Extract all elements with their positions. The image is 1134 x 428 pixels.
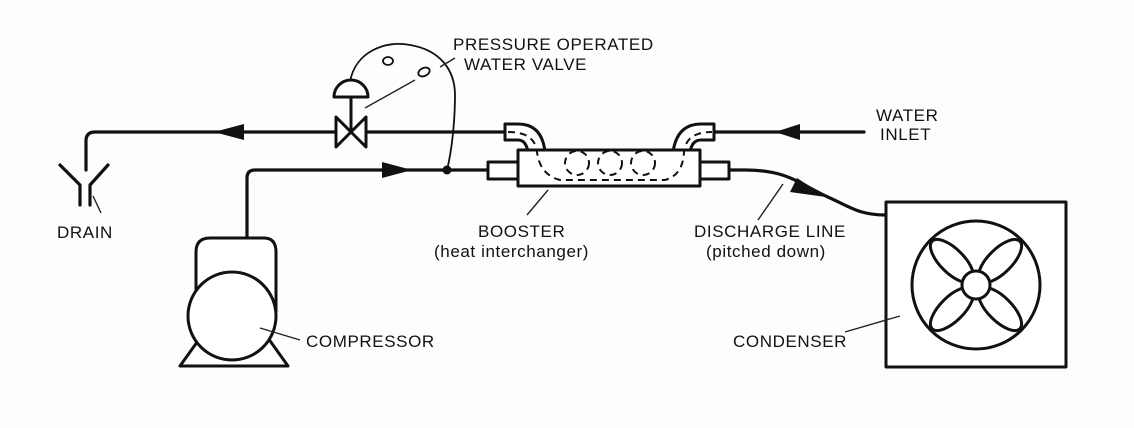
drain-funnel-icon (58, 163, 110, 207)
leader-lines (92, 57, 901, 341)
flow-arrow-left-icon (775, 124, 800, 140)
flow-arrow-left-icon (214, 124, 244, 140)
pressure-operated-water-valve[interactable] (332, 43, 456, 171)
suction-line (245, 162, 490, 240)
flow-arrow-right-icon (382, 162, 412, 178)
water-outlet-line (84, 124, 507, 172)
booster-label-line2: (heat interchanger) (434, 242, 589, 261)
discharge-line (727, 168, 887, 217)
valve-diaphragm-icon (332, 78, 370, 99)
flow-arrow-down-right-icon (790, 178, 826, 197)
fan-shroud (910, 219, 1042, 351)
discharge-label-line2: (pitched down) (706, 242, 826, 261)
booster-heat-interchanger[interactable] (486, 122, 731, 188)
compressor-label: COMPRESSOR (306, 332, 435, 351)
booster-inlet-stub (486, 160, 520, 181)
discharge-label-line1: DISCHARGE LINE (694, 222, 846, 241)
valve-label-line1: PRESSURE OPERATED (453, 35, 654, 54)
water-inlet-label-line1: WATER (876, 106, 939, 125)
compressor-icon (186, 270, 278, 362)
valve-icon (334, 115, 353, 149)
condenser-label: CONDENSER (733, 332, 847, 351)
fan-icon (928, 237, 1024, 333)
drain-label: DRAIN (57, 223, 113, 242)
compressor[interactable] (178, 236, 290, 368)
booster-outlet-stub (697, 160, 731, 181)
valve-label-line2: WATER VALVE (464, 55, 587, 74)
booster-water-elbow-left (503, 122, 547, 154)
booster-water-elbow-right (671, 122, 716, 154)
booster-label-line1: BOOSTER (478, 222, 565, 241)
water-inlet-line (712, 124, 866, 140)
condenser[interactable] (884, 200, 1068, 369)
labels: PRESSURE OPERATED WATER VALVE WATER INLE… (57, 35, 939, 351)
water-inlet-label-line2: INLET (880, 125, 931, 144)
